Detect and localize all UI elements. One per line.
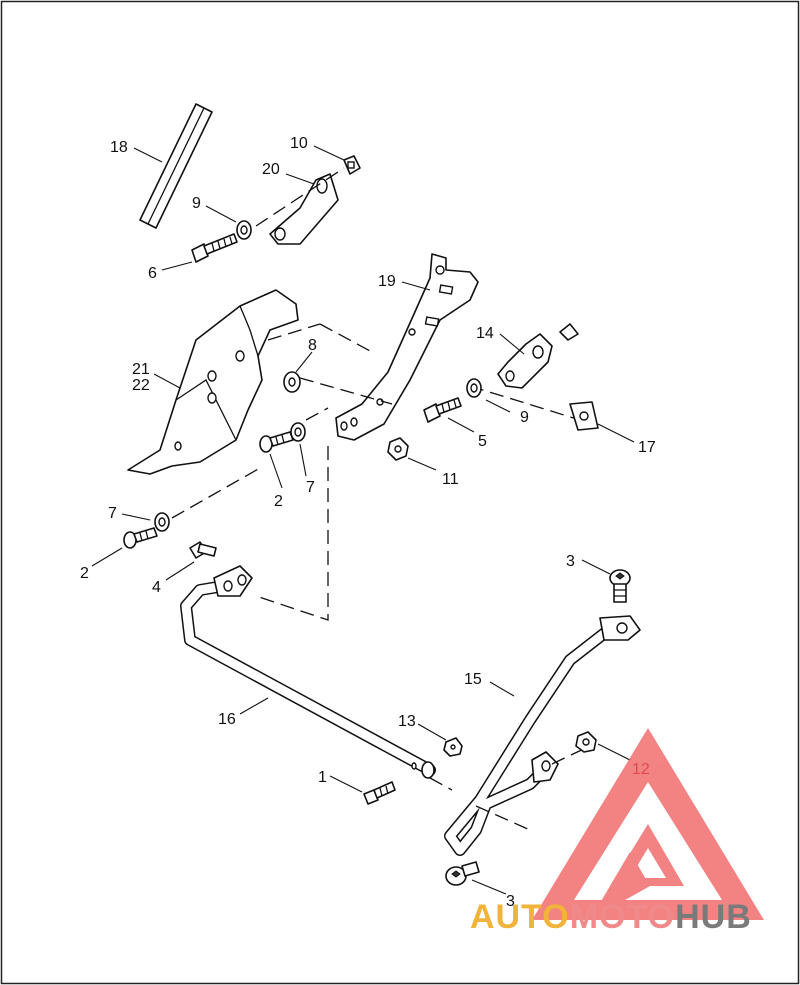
callout-2-left: 2 (80, 565, 89, 582)
callout-3-bottom: 3 (506, 893, 515, 910)
part-13-nut (443, 737, 463, 757)
part-1-bolt (363, 781, 396, 805)
callout-14: 14 (476, 325, 494, 342)
assembly-line-vertical (255, 446, 329, 621)
callout-16: 16 (218, 711, 236, 728)
callout-15: 15 (464, 671, 482, 688)
part-8-spacer (283, 371, 393, 405)
callout-10: 10 (290, 135, 308, 152)
callout-9-top: 9 (192, 195, 201, 212)
callout-1: 1 (318, 769, 327, 786)
part-3-bolt-top (609, 569, 631, 603)
callout-2-mid: 2 (274, 493, 283, 510)
part-16-rod (180, 565, 436, 779)
callout-11: 11 (442, 471, 459, 488)
callout-6: 6 (148, 265, 157, 282)
callout-3-top: 3 (566, 553, 575, 570)
part-10-clip-nut (343, 155, 361, 175)
part-4-bolt (189, 541, 217, 559)
part-7-washer-left (154, 467, 261, 532)
part-19-long-bracket (335, 253, 479, 441)
callout-7-mid: 7 (306, 479, 315, 496)
callout-19: 19 (378, 273, 396, 290)
leader-lines (91, 145, 635, 895)
brand-auto: AUTO (470, 898, 570, 936)
part-15-rod (429, 615, 641, 856)
part-11-nut (387, 437, 409, 461)
callout-17: 17 (638, 439, 656, 456)
callout-5: 5 (478, 433, 487, 450)
callout-18: 18 (110, 139, 128, 156)
callout-9-right: 9 (520, 409, 529, 426)
callout-22: 22 (132, 377, 150, 394)
automotohub-logo (532, 728, 764, 920)
part-7-washer-mid (290, 422, 306, 442)
callout-7-left: 7 (108, 505, 117, 522)
callout-20: 20 (262, 161, 280, 178)
part-17-clip (569, 401, 599, 431)
brand-moto: MOTO (569, 898, 676, 936)
part-21-22-cover (127, 289, 373, 475)
part-20-bracket (255, 167, 345, 245)
part-6-bolt (191, 233, 238, 263)
callout-4: 4 (152, 579, 161, 596)
part-9-washer-top (236, 220, 252, 240)
part-5-bolt (423, 397, 462, 423)
callout-8: 8 (308, 337, 317, 354)
part-14-bracket (469, 323, 581, 421)
part-18-strip (139, 103, 213, 229)
part-2-bolt-left (123, 527, 158, 549)
brand-hub: HUB (675, 898, 752, 936)
callout-21: 21 (132, 361, 150, 378)
part-9-washer-right (466, 378, 482, 398)
part-12-nut (575, 731, 597, 753)
callout-13: 13 (398, 713, 416, 730)
part-3-bolt-bottom (445, 861, 480, 886)
brand-wordmark: AUTOMOTOHUB (470, 898, 752, 937)
part-2-bolt-mid (259, 407, 329, 453)
